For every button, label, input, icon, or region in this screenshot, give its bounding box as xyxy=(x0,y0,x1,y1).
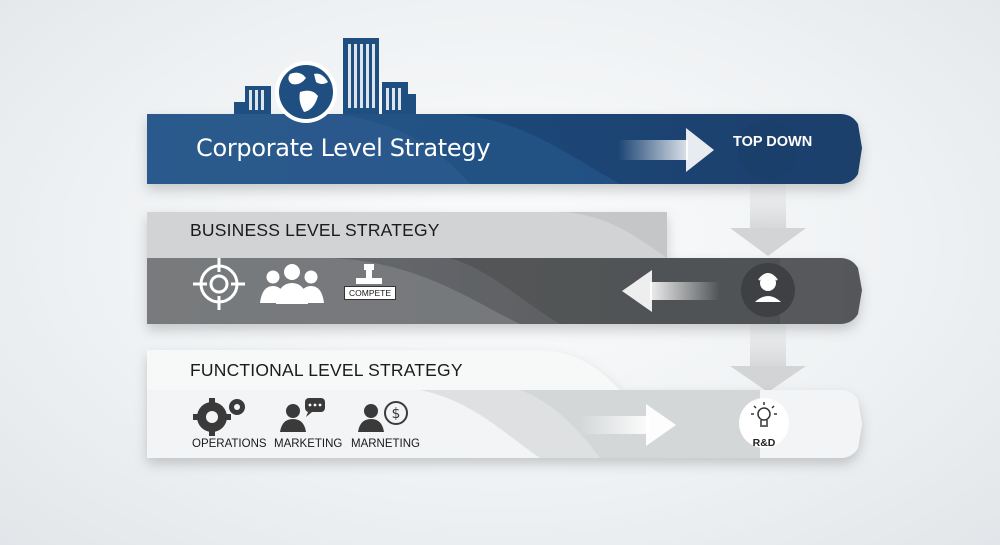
business-band xyxy=(147,212,862,324)
top-down-badge xyxy=(738,120,798,180)
compete-label: COMPETE xyxy=(344,286,396,300)
business-title: BUSINESS LEVEL STRATEGY xyxy=(190,220,440,240)
compete-sign-icon xyxy=(356,264,382,284)
lightbulb-icon xyxy=(751,402,777,427)
corporate-title: Corporate Level Strategy xyxy=(196,134,491,162)
arrow-down-icon xyxy=(730,322,806,392)
team-icon xyxy=(260,264,324,304)
top-down-label: TOP DOWN xyxy=(733,134,813,150)
rd-label: R&D xyxy=(752,437,776,449)
marneting-label: MARNETING xyxy=(351,438,420,450)
target-icon xyxy=(193,258,245,310)
rd-badge xyxy=(739,398,789,448)
marketing-label: MARKETING xyxy=(274,438,343,450)
operations-label: OPERATIONS xyxy=(192,438,267,450)
arrow-down-icon xyxy=(730,184,806,256)
dollar-person-icon: $ xyxy=(358,401,408,432)
arrow-right-icon xyxy=(618,128,714,172)
person-icon xyxy=(741,263,795,317)
globe-icon xyxy=(275,61,337,123)
gears-icon xyxy=(193,398,245,436)
arrow-right-icon xyxy=(580,404,676,446)
corporate-band xyxy=(147,114,862,184)
speech-person-icon xyxy=(280,398,325,432)
svg-text:$: $ xyxy=(392,406,401,422)
arrow-left-icon xyxy=(622,270,720,312)
functional-title: FUNCTIONAL LEVEL STRATEGY xyxy=(190,360,463,380)
